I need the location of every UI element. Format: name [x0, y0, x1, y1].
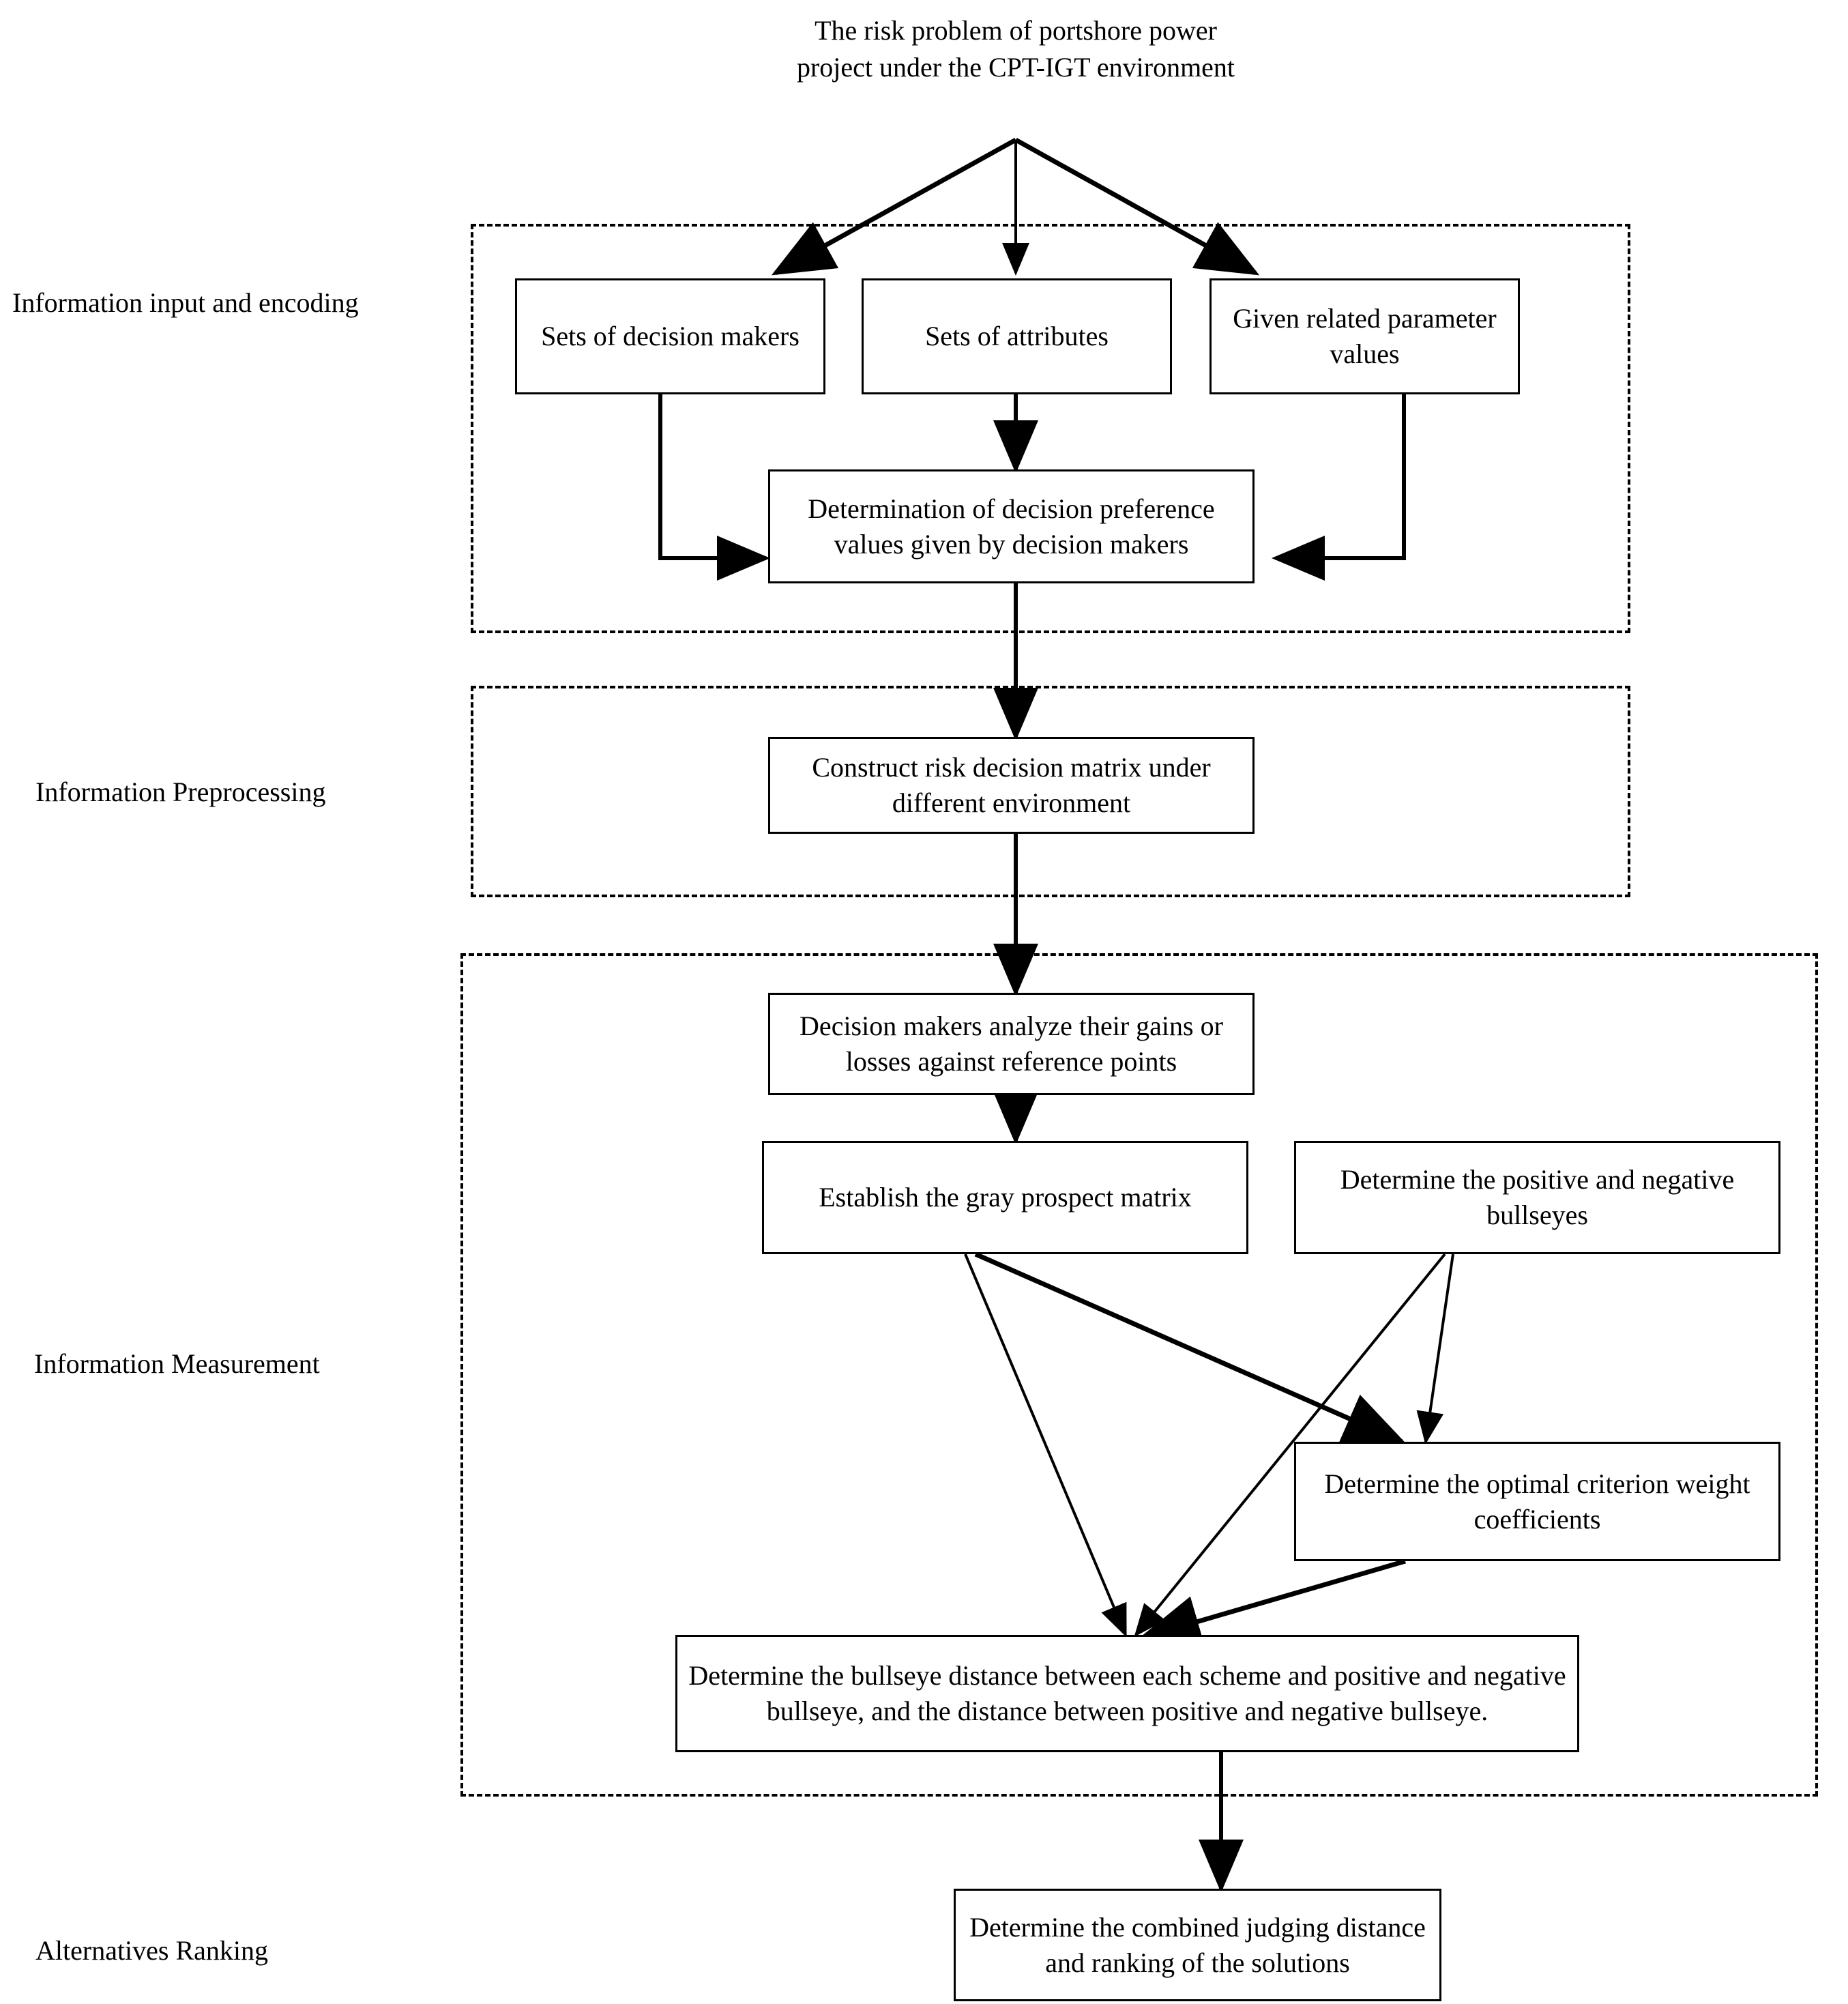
stage-label-information-measurement: Information Measurement	[34, 1348, 320, 1379]
stage-group-preprocessing	[471, 686, 1630, 897]
stage-label-information-input: Information input and encoding	[12, 287, 359, 318]
node-establish-gray-prospect-matrix[interactable]: Establish the gray prospect matrix	[762, 1141, 1248, 1254]
node-construct-risk-decision-matrix[interactable]: Construct risk decision matrix under dif…	[768, 737, 1255, 834]
node-determination-of-preference-values[interactable]: Determination of decision preference val…	[768, 469, 1255, 583]
node-determine-optimal-criterion-weights[interactable]: Determine the optimal criterion weight c…	[1294, 1442, 1780, 1561]
node-determine-combined-ranking[interactable]: Determine the combined judging distance …	[954, 1889, 1441, 2001]
node-determine-bullseye-distance[interactable]: Determine the bullseye distance between …	[675, 1635, 1579, 1752]
stage-label-alternatives-ranking: Alternatives Ranking	[35, 1935, 269, 1966]
node-determine-positive-negative-bullseyes[interactable]: Determine the positive and negative bull…	[1294, 1141, 1780, 1254]
diagram-title: The risk problem of portshore power proj…	[796, 15, 1235, 83]
stage-label-information-preprocessing: Information Preprocessing	[35, 776, 326, 807]
node-given-related-parameter-values[interactable]: Given related parameter values	[1209, 278, 1520, 394]
node-analyze-gains-or-losses[interactable]: Decision makers analyze their gains or l…	[768, 993, 1255, 1095]
stage-group-measurement	[460, 953, 1818, 1797]
node-sets-of-decision-makers[interactable]: Sets of decision makers	[515, 278, 825, 394]
node-sets-of-attributes[interactable]: Sets of attributes	[862, 278, 1172, 394]
